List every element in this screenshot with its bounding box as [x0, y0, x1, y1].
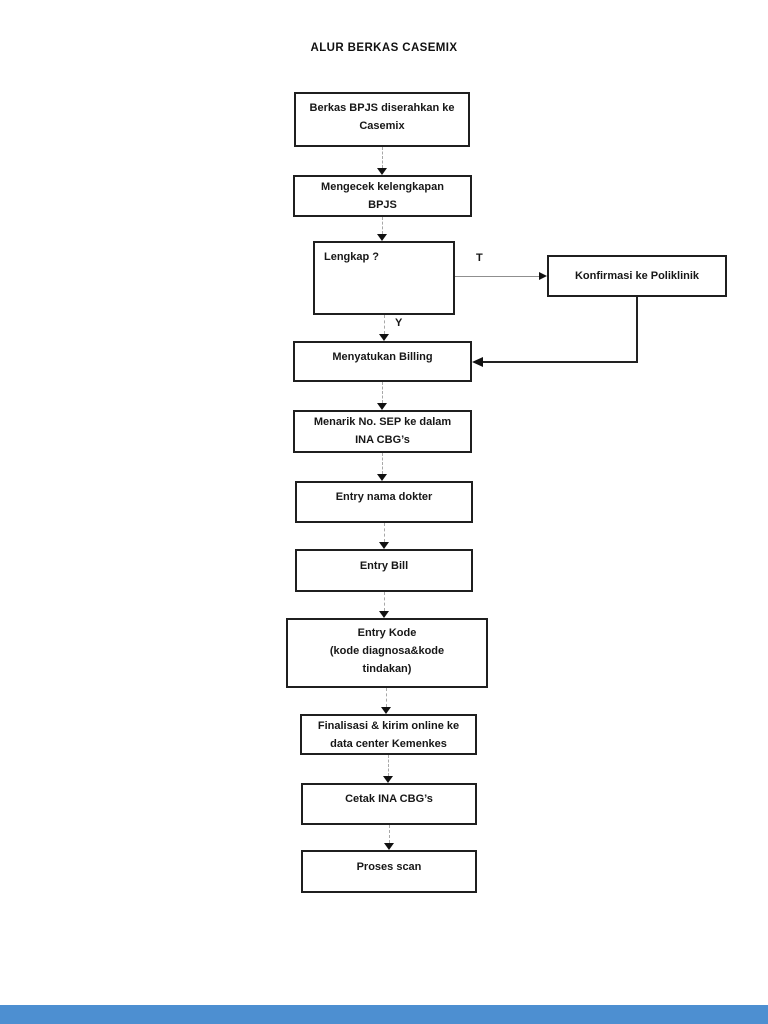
- node-proses-scan: Proses scan: [301, 850, 477, 893]
- node-label-line: Entry nama dokter: [335, 491, 433, 503]
- arrow-down-icon: [379, 334, 389, 341]
- arrow-down-icon: [381, 707, 391, 714]
- arrow-right-icon: [539, 272, 547, 280]
- footer-bar: [0, 1005, 768, 1024]
- arrow-down-icon: [377, 403, 387, 410]
- node-entry-kode: Entry Kode (kode diagnosa&kode tindakan): [286, 618, 488, 688]
- node-cetak-ina-cbg: Cetak INA CBG’s: [301, 783, 477, 825]
- node-entry-bill: Entry Bill: [295, 549, 473, 592]
- edge-lengkap-menyatukan-line: [384, 315, 385, 334]
- arrow-down-icon: [383, 776, 393, 783]
- arrow-down-icon: [384, 843, 394, 850]
- page-title: ALUR BERKAS CASEMIX: [310, 42, 458, 54]
- node-entry-nama-dokter: Entry nama dokter: [295, 481, 473, 523]
- node-finalisasi-kirim: Finalisasi & kirim online ke data center…: [300, 714, 477, 755]
- edge-cetak-proses-line: [389, 825, 390, 843]
- edge-bill-kode-line: [384, 592, 385, 611]
- edge-kode-finalisasi-line: [386, 688, 387, 707]
- node-konfirmasi-poliklinik: Konfirmasi ke Poliklinik: [547, 255, 727, 297]
- arrow-left-icon: [472, 357, 483, 367]
- node-menarik-sep: Menarik No. SEP ke dalam INA CBG’s: [293, 410, 472, 453]
- edge-konfirmasi-feedback-hline: [483, 361, 638, 363]
- node-label-line: Berkas BPJS diserahkan ke: [309, 102, 455, 114]
- edge-dokter-bill-line: [384, 523, 385, 542]
- edge-finalisasi-cetak-line: [388, 755, 389, 776]
- edge-menyatukan-menarik-line: [382, 382, 383, 403]
- node-lengkap-decision: Lengkap ?: [313, 241, 455, 315]
- node-label-line: Mengecek kelengkapan: [321, 181, 444, 193]
- node-label-line: tindakan): [362, 663, 412, 675]
- node-label-line: Proses scan: [356, 861, 422, 873]
- edge-menarik-dokter-line: [382, 453, 383, 474]
- node-label-line: INA CBG’s: [355, 434, 410, 446]
- node-label-line: Menyatukan Billing: [332, 351, 433, 363]
- node-label-line: Lengkap ?: [324, 251, 380, 263]
- node-label-line: Konfirmasi ke Poliklinik: [574, 270, 700, 282]
- edge-lengkap-konfirmasi-line: [455, 276, 539, 277]
- node-berkas-bpjs: Berkas BPJS diserahkan ke Casemix: [294, 92, 470, 147]
- node-mengecek-kelengkapan: Mengecek kelengkapan BPJS: [293, 175, 472, 217]
- node-label-line: Entry Kode: [357, 627, 417, 639]
- arrow-down-icon: [379, 611, 389, 618]
- edge-konfirmasi-feedback-vline: [636, 297, 638, 363]
- node-label-line: (kode diagnosa&kode: [329, 645, 445, 657]
- arrow-down-icon: [377, 234, 387, 241]
- edge-berkas-mengecek-line: [382, 147, 383, 168]
- node-label-line: Cetak INA CBG’s: [345, 793, 433, 805]
- node-label-line: Casemix: [359, 120, 405, 132]
- arrow-down-icon: [379, 542, 389, 549]
- edge-mengecek-lengkap-line: [382, 217, 383, 234]
- arrow-down-icon: [377, 474, 387, 481]
- node-label-line: Menarik No. SEP ke dalam: [313, 416, 452, 428]
- edge-label-y: Y: [395, 317, 403, 329]
- node-label-line: Entry Bill: [359, 560, 409, 572]
- node-label-line: BPJS: [368, 199, 397, 211]
- edge-label-t: T: [476, 252, 483, 264]
- arrow-down-icon: [377, 168, 387, 175]
- node-label-line: Finalisasi & kirim online ke: [317, 720, 460, 732]
- node-label-line: data center Kemenkes: [330, 738, 447, 750]
- node-menyatukan-billing: Menyatukan Billing: [293, 341, 472, 382]
